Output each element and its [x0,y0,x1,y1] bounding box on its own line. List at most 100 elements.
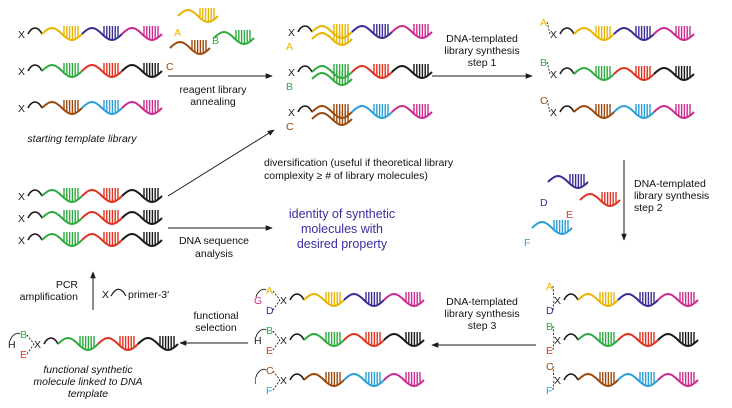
strand-backbone [617,332,659,348]
strand-backbone [81,232,123,248]
strand-backbone [577,332,619,348]
strand-backbone [121,63,163,79]
x-mark: X [18,29,25,41]
strand-backbone [177,8,219,24]
codon-segment [57,336,99,352]
annealed-label-a: A [286,41,293,53]
group-a: A [540,17,547,29]
codon-segment [383,332,425,348]
primer-x-mark: X [102,289,109,301]
codon-segment [383,292,425,308]
strand-backbone [137,336,179,352]
dna-sequence-label-2: analysis [195,248,233,260]
linker [559,67,575,75]
bond-line [552,365,555,381]
reagent-e-label: E [566,209,573,221]
linker [559,27,575,35]
template-strand-3: X [18,100,163,116]
step2-product-be: X [554,332,699,348]
bond-line [272,339,281,351]
strand-backbone [311,104,353,120]
codon-segment [577,332,619,348]
codon-segment [573,104,615,120]
strand-backbone [41,26,83,42]
codon-segment [137,336,179,352]
step3-product-icf: X [280,372,425,388]
step2-label-1: DNA-templated [634,178,706,190]
codon-segment [121,100,163,116]
strand-backbone [613,104,655,120]
reagent-c-oligo [169,40,211,56]
strand-backbone [613,26,655,42]
codon-segment [303,372,345,388]
x-mark: X [554,375,561,387]
x-mark: X [280,335,287,347]
linker [27,64,43,72]
linker [559,105,575,113]
annealed-reagent [311,31,353,47]
functional-molecule-caption-2: molecule linked to DNA [33,376,142,388]
annealed-duplex-a: X [288,24,433,40]
x-mark: X [288,67,295,79]
annealing-label-2: annealing [190,96,236,108]
annealed-label-b: B [286,81,293,93]
codon-segment [351,64,393,80]
functional-molecule-caption-3: template [68,388,108,400]
codon-segment [653,66,695,82]
strand-backbone [653,66,695,82]
strand-backbone [653,104,695,120]
primer-label: primer-3′ [128,289,169,301]
linker [289,293,305,301]
group-f: F [266,385,272,397]
bond-line [546,21,551,35]
step3-label-3: step 3 [468,320,497,332]
codon-segment [41,210,83,226]
strand-backbone [577,292,619,308]
codon-segment [121,210,163,226]
strand-backbone [41,232,83,248]
codon-segment [577,292,619,308]
x-mark: X [550,69,557,81]
codon-segment [97,336,139,352]
strand-backbone [121,26,163,42]
diversification-label-1: diversification (useful if theoretical l… [264,157,454,169]
reagent-e-oligo [579,192,621,208]
strand-backbone [383,332,425,348]
codon-segment [657,332,699,348]
x-mark: X [34,339,41,351]
codon-segment [391,104,433,120]
strand-backbone [41,100,83,116]
strand-backbone [383,292,425,308]
linker [297,25,313,33]
identity-label-2: molecules with [301,222,383,236]
ring-bond [255,288,267,298]
group-g: G [254,295,262,307]
x-mark: X [554,295,561,307]
step2-label-2: library synthesis [634,190,709,202]
group-b: B [540,57,547,69]
template-strand-1: X [18,26,163,42]
strand-backbone [577,372,619,388]
codon-segment [41,100,83,116]
strand-backbone [97,336,139,352]
codon-segment [613,104,655,120]
strand-backbone [311,111,353,127]
group-d: D [266,305,274,317]
codon-segment [303,292,345,308]
strand-backbone [531,220,573,236]
step3-product-hbe: X [280,332,425,348]
x-mark: X [288,27,295,39]
codon-segment [617,332,659,348]
strand-backbone [579,192,621,208]
x-mark: X [280,295,287,307]
functional-molecule-caption-1: functional synthetic [43,364,133,376]
x-mark: X [280,375,287,387]
selection-label-1: functional [194,310,239,322]
codon-segment [657,372,699,388]
codon-segment [121,188,163,204]
group-f: F [546,385,552,397]
codon-segment [41,63,83,79]
